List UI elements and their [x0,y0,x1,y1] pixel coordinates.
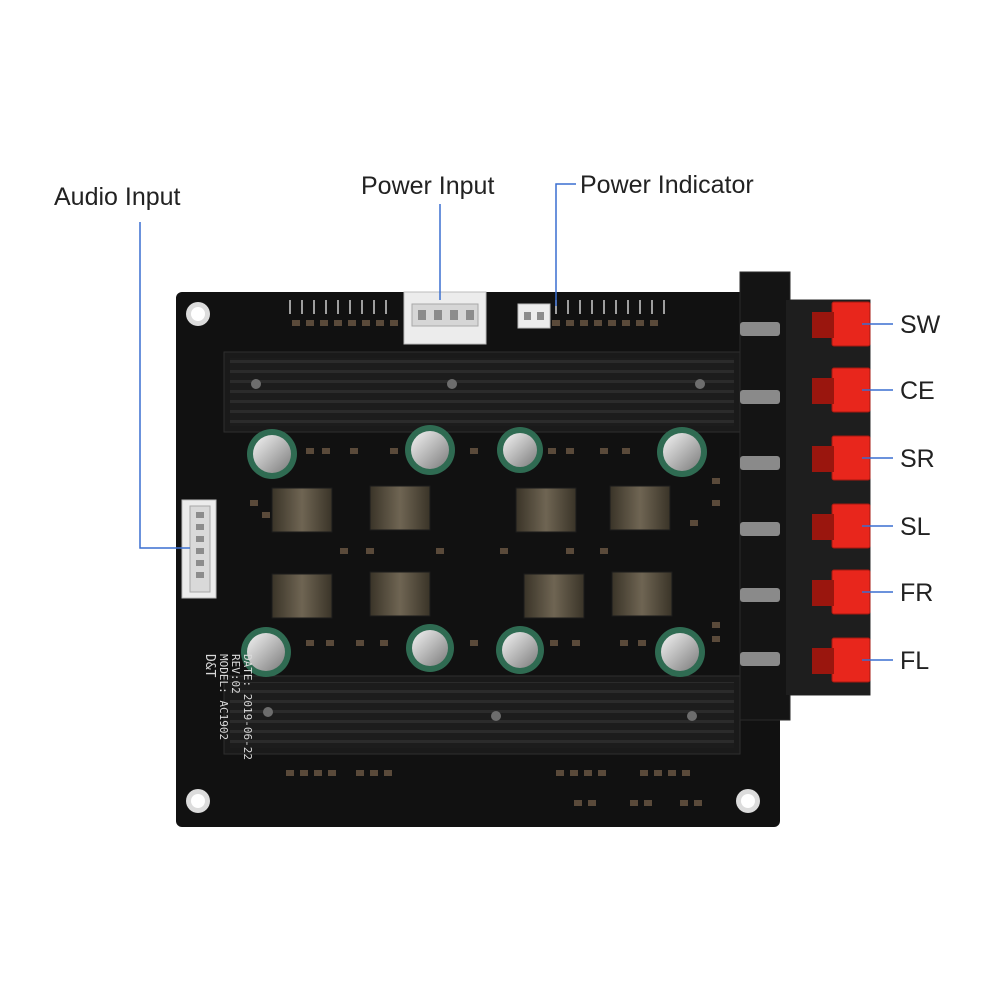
speaker-terminal-block [739,271,871,721]
smd-components [250,320,720,806]
rev-text: REV:02 [229,654,242,694]
power-indicator-connector [517,303,551,329]
model-text: MODEL: AC1902 [217,654,230,740]
output-label-sr: SR [900,445,935,473]
power-input-label: Power Input [361,172,495,200]
audio-input-label: Audio Input [54,183,181,211]
output-label-sl: SL [900,513,931,541]
mounting-holes [186,302,760,813]
heatsink-top [223,351,741,433]
silk-marks [289,300,665,314]
power-indicator-label: Power Indicator [580,171,754,199]
date-text: DATE: 2019-06-22 [241,654,254,760]
brand-text: D&T [202,654,217,678]
inductors [271,485,673,619]
output-label-fr: FR [900,579,934,607]
output-label-sw: SW [900,311,941,339]
audio-input-connector [181,499,217,599]
capacitors [241,425,707,677]
heatsink-bottom [223,675,741,755]
leader-lines [139,183,893,661]
board-silkscreen: D&T MODEL: AC1902 REV:02 DATE: 2019-06-2… [202,654,254,760]
output-label-fl: FL [900,647,930,675]
output-label-ce: CE [900,377,935,405]
power-input-connector [403,291,487,345]
